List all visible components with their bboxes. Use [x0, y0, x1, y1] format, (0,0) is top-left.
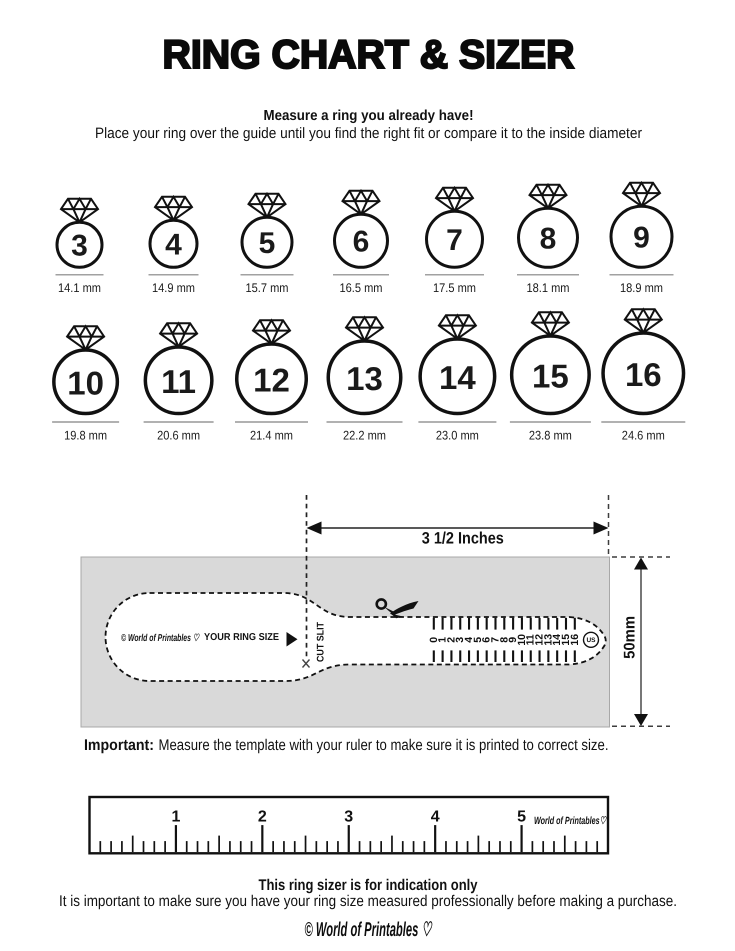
svg-text:5: 5 — [517, 809, 526, 826]
svg-text:6: 6 — [353, 225, 370, 258]
svg-text:3: 3 — [344, 809, 353, 826]
svg-text:15: 15 — [532, 357, 569, 394]
svg-text:CUT SLIT: CUT SLIT — [316, 622, 327, 662]
svg-text:21.4 mm: 21.4 mm — [250, 429, 293, 443]
svg-text:© World of Printables ♡: © World of Printables ♡ — [121, 633, 200, 644]
svg-text:YOUR RING SIZE: YOUR RING SIZE — [204, 632, 279, 643]
svg-text:Important:: Important: — [84, 737, 154, 754]
svg-text:5: 5 — [472, 637, 484, 643]
svg-text:World of Printables♡: World of Printables♡ — [534, 815, 607, 827]
svg-text:20.6 mm: 20.6 mm — [157, 429, 200, 443]
svg-text:14.1 mm: 14.1 mm — [58, 281, 101, 295]
svg-text:13: 13 — [346, 360, 383, 397]
svg-text:7: 7 — [446, 224, 463, 257]
svg-text:0: 0 — [428, 637, 440, 643]
svg-text:16.5 mm: 16.5 mm — [340, 281, 383, 295]
svg-text:14.9 mm: 14.9 mm — [152, 281, 195, 295]
svg-text:23.8 mm: 23.8 mm — [529, 429, 572, 443]
svg-text:3 1/2 Inches: 3 1/2 Inches — [422, 530, 504, 548]
svg-text:3: 3 — [71, 229, 88, 262]
svg-text:16: 16 — [569, 634, 581, 646]
svg-text:© World of Printables ♡: © World of Printables ♡ — [305, 919, 433, 941]
svg-text:9: 9 — [633, 221, 650, 254]
svg-text:4: 4 — [463, 637, 475, 643]
svg-text:10: 10 — [516, 634, 528, 646]
svg-text:18.1 mm: 18.1 mm — [527, 281, 570, 295]
svg-text:RING CHART & SIZER: RING CHART & SIZER — [163, 33, 575, 77]
svg-text:24.6 mm: 24.6 mm — [622, 429, 665, 443]
svg-text:11: 11 — [161, 363, 196, 400]
svg-text:13: 13 — [542, 634, 554, 646]
svg-text:Place your ring over the guide: Place your ring over the guide until you… — [95, 125, 642, 142]
svg-text:11: 11 — [525, 634, 537, 645]
svg-text:12: 12 — [253, 361, 290, 398]
svg-text:7: 7 — [489, 637, 501, 643]
svg-text:9: 9 — [507, 637, 519, 643]
svg-text:16: 16 — [625, 356, 662, 393]
svg-text:Measure the template with your: Measure the template with your ruler to … — [159, 737, 609, 754]
svg-text:6: 6 — [481, 637, 493, 643]
svg-text:Measure a ring you already hav: Measure a ring you already have! — [264, 108, 474, 124]
svg-text:8: 8 — [540, 222, 557, 255]
svg-text:This ring sizer is for indicat: This ring sizer is for indication only — [259, 877, 478, 894]
svg-text:17.5 mm: 17.5 mm — [433, 281, 476, 295]
svg-text:19.8 mm: 19.8 mm — [64, 429, 107, 443]
svg-text:1: 1 — [437, 637, 449, 643]
svg-text:3: 3 — [454, 637, 466, 643]
svg-text:US: US — [586, 637, 596, 644]
svg-text:18.9 mm: 18.9 mm — [620, 281, 663, 295]
svg-text:5: 5 — [259, 227, 276, 260]
svg-text:22.2 mm: 22.2 mm — [343, 429, 386, 443]
svg-text:23.0 mm: 23.0 mm — [436, 429, 479, 443]
svg-text:It is important to make sure y: It is important to make sure you have yo… — [59, 893, 677, 910]
svg-text:2: 2 — [258, 809, 267, 826]
svg-text:12: 12 — [534, 634, 546, 646]
svg-text:2: 2 — [445, 637, 457, 643]
svg-text:4: 4 — [431, 809, 440, 826]
svg-text:10: 10 — [67, 364, 104, 401]
svg-text:4: 4 — [165, 228, 182, 261]
svg-text:15: 15 — [560, 634, 572, 646]
svg-text:15.7 mm: 15.7 mm — [246, 281, 289, 295]
svg-text:14: 14 — [439, 359, 476, 396]
svg-text:1: 1 — [171, 809, 180, 826]
svg-text:50mm: 50mm — [622, 616, 639, 659]
svg-text:8: 8 — [498, 637, 510, 643]
svg-text:14: 14 — [551, 634, 563, 646]
